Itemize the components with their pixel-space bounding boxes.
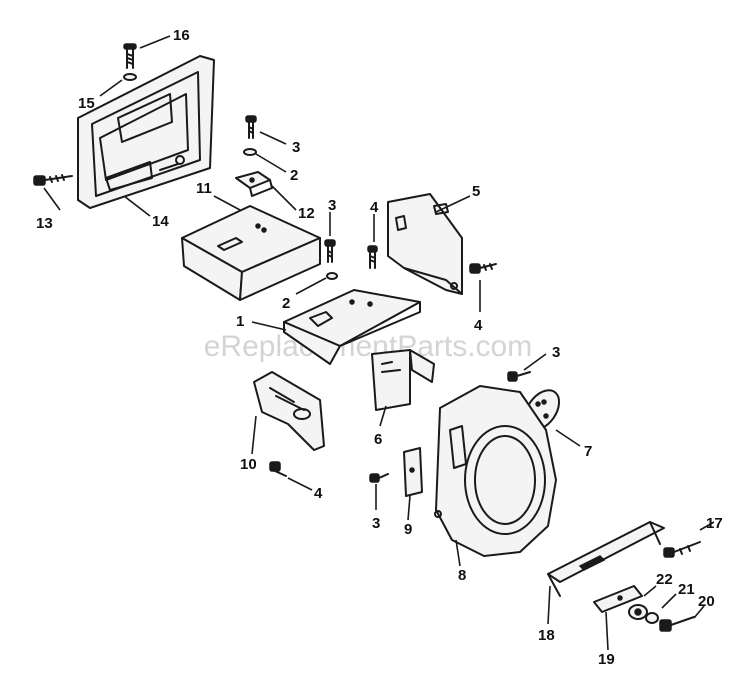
part-8-blower-housing [434,385,557,557]
callout-13: 13 [36,215,53,232]
callout-7: 7 [584,443,592,460]
part-4-screw-lower [269,461,287,477]
callout-2-middle: 2 [282,295,290,312]
part-10-bracket [253,371,325,451]
part-21-washer [645,612,659,624]
leader-lines [43,35,715,651]
watermark: eReplacementParts.com [204,330,532,363]
part-2-washer-middle [326,272,338,280]
part-3-screw-bottom [369,473,389,483]
callout-5: 5 [472,183,480,200]
callout-14: 14 [152,213,169,230]
part-11-cover [181,205,321,301]
callout-19: 19 [598,651,615,668]
part-3-bolt-middle [324,239,336,263]
callout-numbers: 16 15 13 14 3 2 11 12 3 4 5 2 1 4 3 6 7 … [36,27,723,668]
part-2-washer-top [243,148,257,156]
callout-17: 17 [706,515,723,532]
part-13-screw [33,174,73,186]
callout-6: 6 [374,431,382,448]
part-17-bolt [663,541,701,558]
callout-3-bottom: 3 [372,515,380,532]
part-19-plate [593,585,643,613]
part-9-plate [403,447,423,497]
part-20-bolt [659,616,695,632]
part-3-screw-right [507,371,531,382]
part-5-plate [387,193,463,295]
callout-2-top: 2 [290,167,298,184]
part-6-bracket [371,349,435,411]
callout-20: 20 [698,593,715,610]
part-1-base-plate [283,289,421,365]
part-4-screw-right [469,263,497,274]
part-15-washer [123,73,137,81]
callout-4-upper: 4 [370,199,379,216]
part-22-nut-hole [634,608,642,616]
part-3-bolt-top [245,115,257,139]
part-4-bolt-upper [367,245,378,269]
callout-18: 18 [538,627,555,644]
callout-3-top: 3 [292,139,300,156]
part-18-bracket [547,521,665,597]
callout-12: 12 [298,205,315,222]
callout-1: 1 [236,313,244,330]
part-14-housing [77,55,215,209]
callout-3-right: 3 [552,344,560,361]
part-12-bracket [235,171,273,197]
callout-4-right: 4 [474,317,483,334]
callout-11: 11 [196,180,212,197]
callout-16: 16 [173,27,190,44]
callout-9: 9 [404,521,412,538]
callout-22: 22 [656,571,673,588]
callout-10: 10 [240,456,257,473]
part-16-bolt [123,43,137,69]
callout-8: 8 [458,567,466,584]
callout-15: 15 [78,95,95,112]
callout-3-middle: 3 [328,197,336,214]
callout-4-lower: 4 [314,485,323,502]
callout-21: 21 [678,581,695,598]
